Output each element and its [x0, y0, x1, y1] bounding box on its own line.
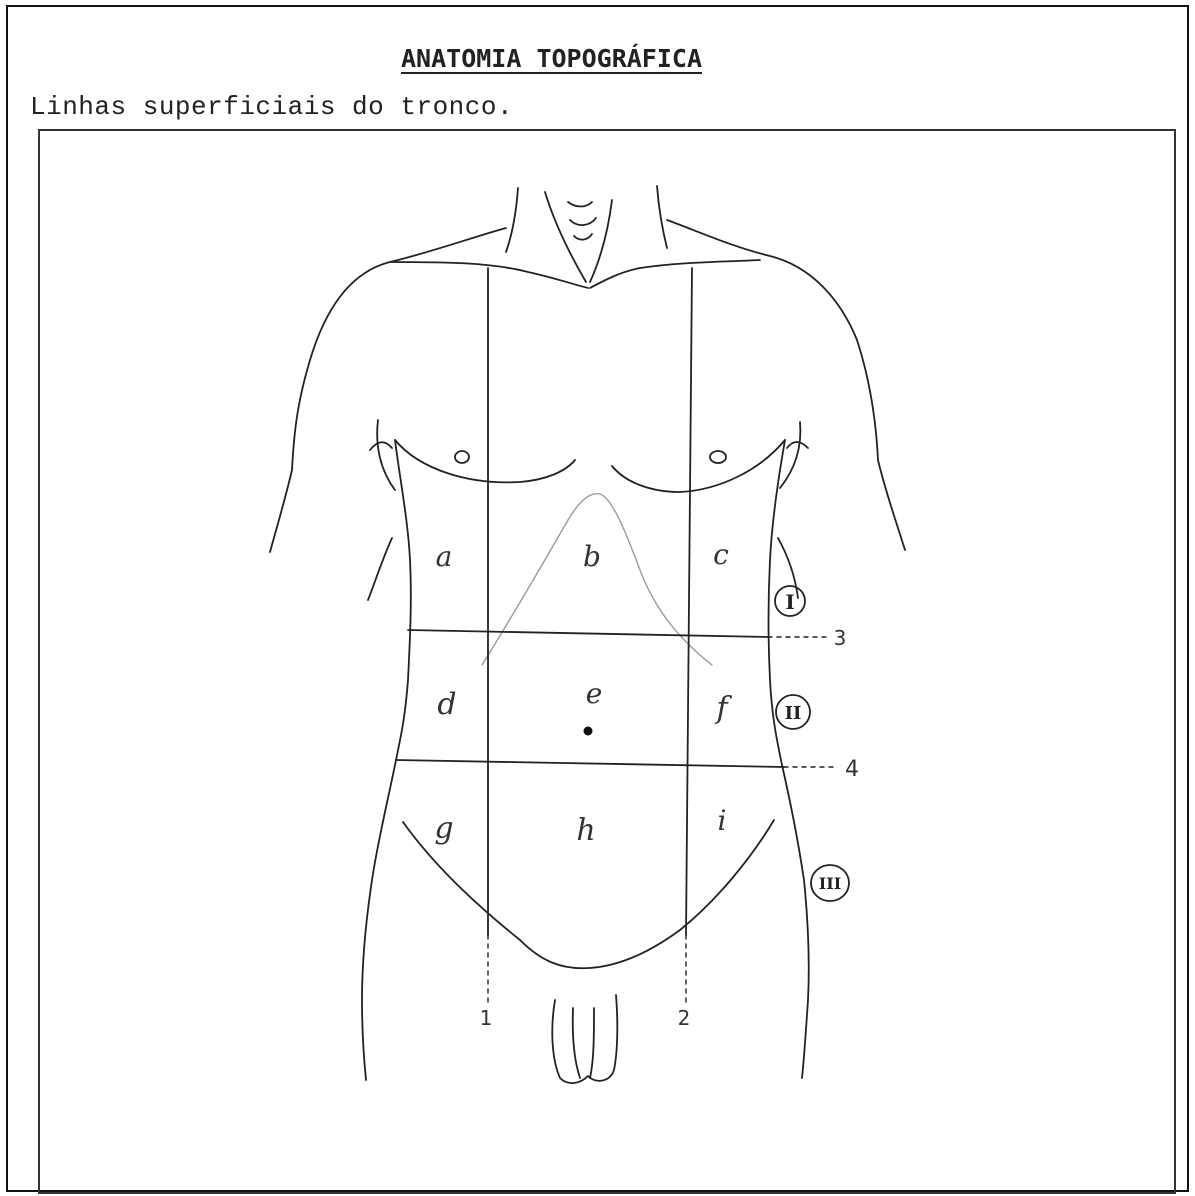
left-arm-lower-inner — [368, 538, 392, 600]
region-label-i: i — [718, 804, 727, 837]
genital-line-2 — [590, 1008, 594, 1078]
line-number-3: 3 — [834, 626, 847, 650]
line-number-4: 4 — [845, 757, 859, 782]
right-clavicle — [590, 260, 760, 288]
level-label-III: III — [819, 874, 841, 893]
genital-outline — [552, 995, 617, 1083]
left-axilla — [370, 442, 392, 450]
region-label-b: b — [583, 540, 601, 573]
region-label-d: d — [437, 687, 456, 722]
neck-left-outline — [506, 188, 518, 252]
torso-left-hip — [362, 760, 396, 1080]
region-label-h: h — [576, 813, 595, 848]
line-number-2: 2 — [678, 1006, 691, 1030]
umbilicus-dot — [584, 727, 593, 736]
region-label-g: g — [434, 811, 453, 846]
region-label-e: e — [586, 677, 603, 710]
level-label-I: I — [785, 590, 794, 614]
costal-margin — [482, 494, 712, 665]
right-arm-outer — [878, 460, 905, 550]
torso-right-hip — [782, 765, 809, 1078]
region-label-a: a — [436, 540, 453, 573]
left-pectoral — [395, 440, 575, 482]
neck-right-outline — [657, 186, 667, 248]
neck-fold-1 — [568, 202, 592, 207]
region-label-f: f — [714, 691, 732, 726]
region-label-c: c — [713, 538, 729, 571]
right-nipple — [710, 451, 726, 463]
line-number-1: 1 — [480, 1006, 493, 1030]
neck-center-left — [545, 192, 586, 282]
level-label-II: II — [785, 703, 802, 724]
horizontal-line-3 — [408, 630, 768, 637]
left-arm-outer — [270, 470, 292, 552]
left-clavicle — [390, 262, 588, 288]
right-shoulder — [667, 220, 878, 460]
neck-fold-2 — [570, 218, 596, 225]
left-nipple — [455, 451, 469, 463]
horizontal-line-4 — [396, 760, 784, 767]
torso-left-side — [395, 440, 411, 760]
genital-line-1 — [573, 1008, 580, 1078]
right-pectoral — [612, 440, 785, 492]
right-axilla — [787, 442, 808, 448]
neck-center-right — [590, 200, 612, 282]
neck-fold-3 — [574, 234, 592, 240]
left-arm-inner — [377, 420, 395, 490]
vertical-line-2 — [686, 268, 692, 935]
